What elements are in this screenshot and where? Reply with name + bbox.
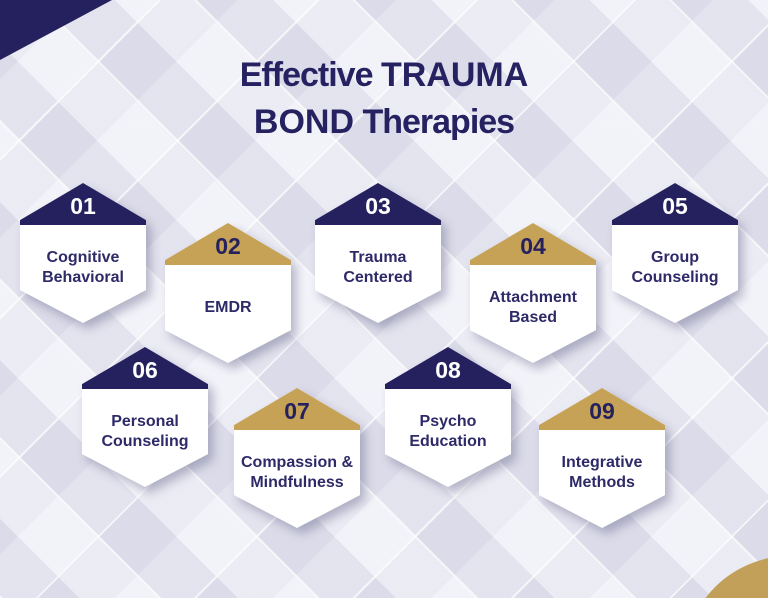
hexagon-number: 07	[284, 397, 310, 424]
title-word-caps: BOND	[253, 103, 355, 141]
hexagon-shape: 03 Trauma Centered	[315, 183, 441, 323]
therapy-hexagon-04: 04 Attachment Based	[470, 223, 596, 363]
title-word-regular: Therapies	[362, 103, 515, 141]
therapy-hexagon-06: 06 Personal Counseling	[82, 347, 208, 487]
hexagon-number: 05	[662, 192, 688, 219]
title-line-2: BOND Therapies	[0, 99, 768, 146]
hexagon-number: 06	[132, 356, 158, 383]
hexagon-label: Psycho Education	[409, 413, 487, 450]
title-line-1: Effective TRAUMA	[0, 52, 768, 99]
corner-triangle-decoration	[0, 0, 112, 60]
hexagon-number: 01	[70, 192, 96, 219]
hexagon-label: Personal Counseling	[101, 413, 189, 450]
title-word-caps: TRAUMA	[380, 56, 529, 94]
hexagon-shape: 05 Group Counseling	[612, 183, 738, 323]
hexagon-shape: 07 Compassion & Mindfulness	[234, 388, 360, 528]
hexagon-number: 02	[215, 232, 241, 259]
hexagon-shape: 09 Integrative Methods	[539, 388, 665, 528]
hexagon-number: 09	[589, 397, 615, 424]
therapy-hexagon-03: 03 Trauma Centered	[315, 183, 441, 323]
hexagon-label: Cognitive Behavioral	[42, 249, 124, 286]
hexagon-label: Attachment Based	[488, 289, 577, 326]
therapy-hexagon-08: 08 Psycho Education	[385, 347, 511, 487]
therapy-hexagon-02: 02 EMDR	[165, 223, 291, 363]
hexagon-label: Trauma Centered	[343, 249, 413, 286]
hexagon-shape: 06 Personal Counseling	[82, 347, 208, 487]
hexagon-label: EMDR	[204, 299, 252, 316]
therapy-hexagon-09: 09 Integrative Methods	[539, 388, 665, 528]
page-title: Effective TRAUMA BOND Therapies	[0, 52, 768, 146]
hexagon-label: Group Counseling	[631, 249, 719, 286]
hexagon-label: Integrative Methods	[561, 454, 643, 491]
hexagon-number: 03	[365, 192, 391, 219]
hexagon-shape: 02 EMDR	[165, 223, 291, 363]
hexagon-number: 08	[435, 356, 461, 383]
therapy-hexagon-07: 07 Compassion & Mindfulness	[234, 388, 360, 528]
hexagon-label: Compassion & Mindfulness	[240, 454, 353, 491]
hexagon-shape: 08 Psycho Education	[385, 347, 511, 487]
title-word-regular: Effective	[239, 56, 374, 94]
therapy-hexagon-05: 05 Group Counseling	[612, 183, 738, 323]
therapy-hexagon-01: 01 Cognitive Behavioral	[20, 183, 146, 323]
hexagon-shape: 01 Cognitive Behavioral	[20, 183, 146, 323]
hexagon-number: 04	[520, 232, 546, 259]
hexagon-shape: 04 Attachment Based	[470, 223, 596, 363]
corner-circle-decoration	[684, 556, 768, 598]
